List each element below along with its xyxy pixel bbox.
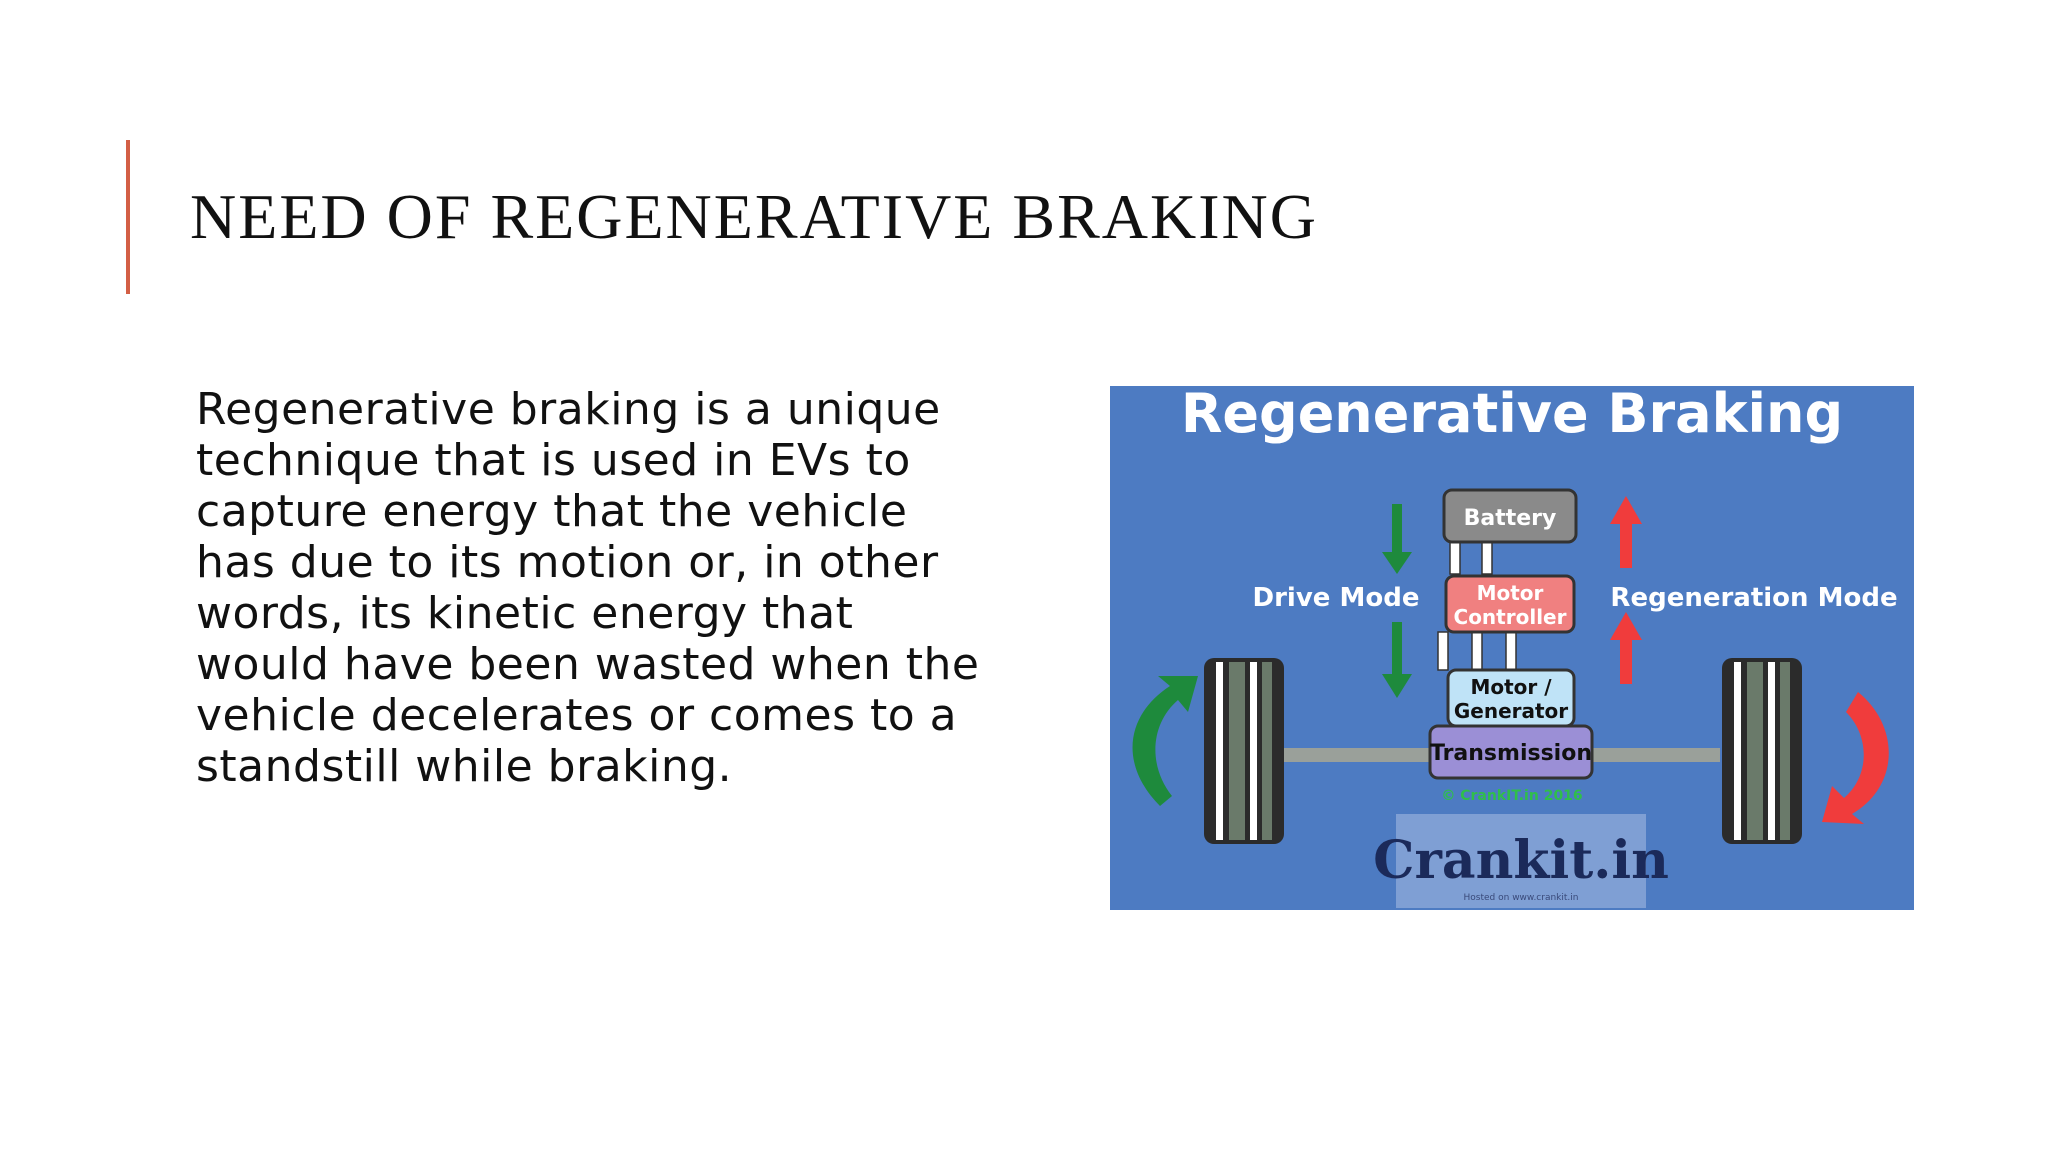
- diagram-title: Regenerative Braking: [1181, 386, 1843, 445]
- regen-arrow-up-icon: [1610, 496, 1642, 684]
- drive-rotation-arrow-icon: [1132, 676, 1198, 806]
- regenerative-braking-diagram: Regenerative Braking: [1110, 386, 1914, 910]
- body-paragraph: Regenerative braking is a unique techniq…: [196, 384, 980, 792]
- transmission-box: [1428, 724, 1594, 780]
- logo-background: [1396, 814, 1646, 908]
- left-wheel: [1204, 658, 1284, 844]
- battery-box: [1442, 488, 1578, 544]
- motor-controller-label-line1: Motor: [1477, 581, 1544, 605]
- battery-label: Battery: [1464, 506, 1557, 531]
- logo-subtext: Hosted on www.crankit.in: [1464, 893, 1579, 903]
- motor-controller-label-line2: Controller: [1454, 605, 1567, 629]
- motor-generator-label-line1: Motor /: [1470, 675, 1552, 699]
- regeneration-mode-label: Regeneration Mode: [1610, 583, 1897, 613]
- title-accent-bar: [126, 140, 130, 294]
- copyright-label: © CrankIT.in 2016: [1441, 788, 1582, 804]
- logo-text: Crankit.in: [1373, 830, 1669, 891]
- transmission-label: Transmission: [1430, 741, 1592, 766]
- right-wheel: [1722, 658, 1802, 844]
- diagram-svg: Regenerative Braking: [1132, 386, 1898, 908]
- drive-arrow-down-icon: [1382, 504, 1412, 698]
- regen-rotation-arrow-icon: [1822, 692, 1889, 824]
- motor-generator-label-line2: Generator: [1454, 699, 1568, 723]
- crankit-logo: Crankit.in Hosted on www.crankit.in: [1373, 830, 1669, 903]
- drive-mode-label: Drive Mode: [1253, 583, 1420, 613]
- slide-title: NEED OF REGENERATIVE BRAKING: [190, 181, 1318, 252]
- motor-controller-box: [1444, 574, 1576, 634]
